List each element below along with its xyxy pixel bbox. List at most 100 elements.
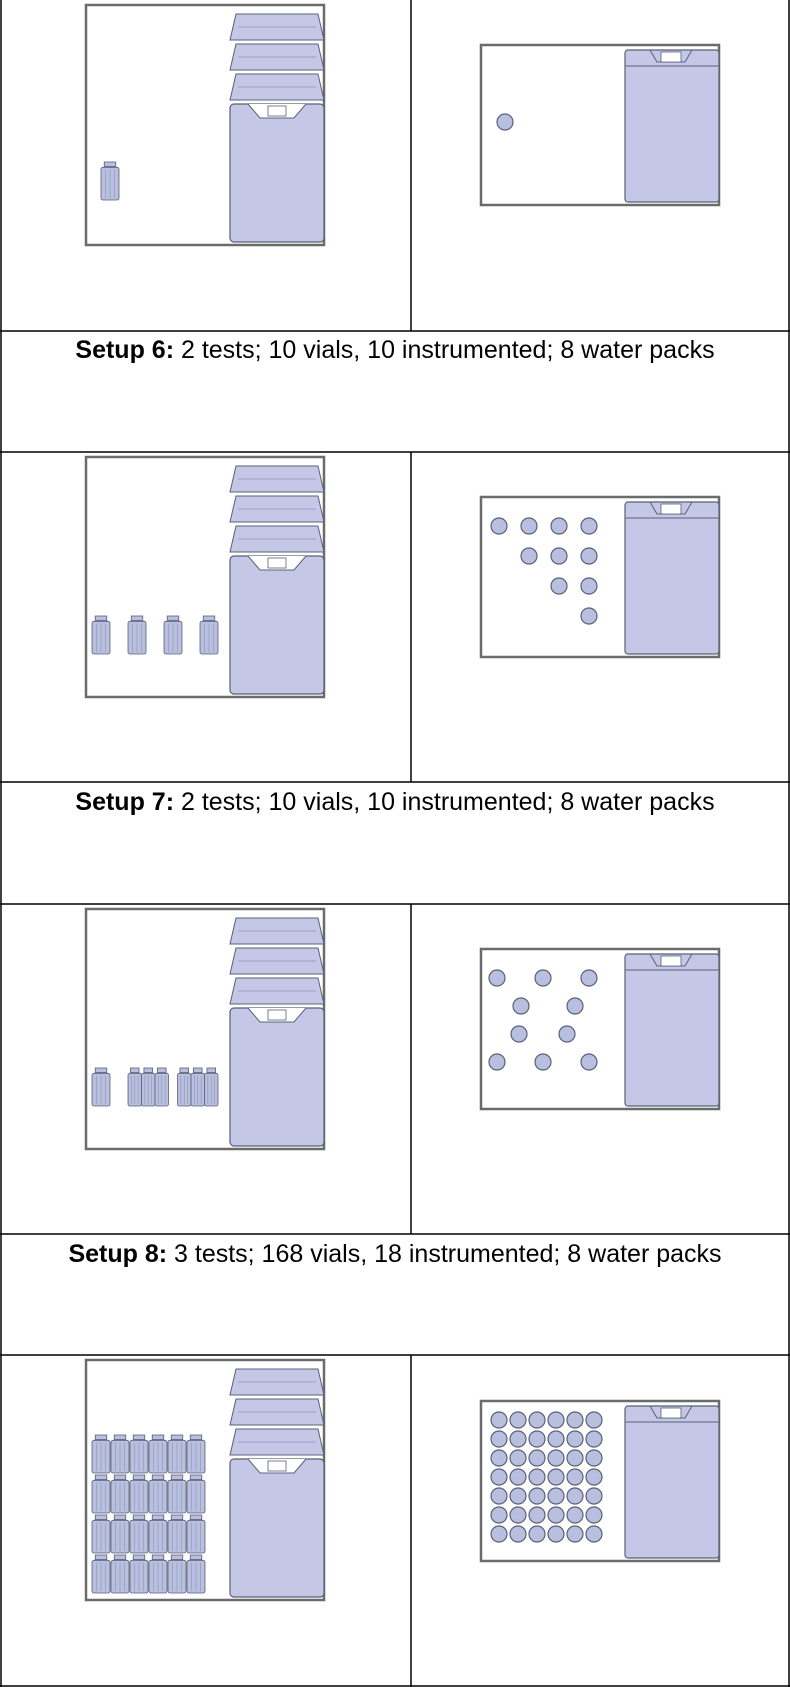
vial-top: [566, 1506, 584, 1524]
side-view-drawing: [80, 1355, 330, 1605]
vial-layout: [490, 517, 598, 625]
vial-top: [566, 1430, 584, 1448]
vial-top: [488, 1053, 506, 1071]
vial-top: [528, 1430, 546, 1448]
vial-top: [509, 1468, 527, 1486]
setup-8-caption: Setup 8: 3 tests; 168 vials, 18 instrume…: [0, 1240, 790, 1269]
vial-top: [528, 1506, 546, 1524]
vial: [129, 1554, 149, 1594]
vial: [110, 1554, 130, 1594]
setup-6-text: 2 tests; 10 vials, 10 instrumented; 8 wa…: [174, 336, 715, 364]
vial: [141, 1067, 156, 1107]
vial: [186, 1514, 206, 1554]
vial: [148, 1474, 168, 1514]
vial-top: [585, 1411, 603, 1429]
vial-top: [585, 1525, 603, 1543]
vial-top: [490, 1411, 508, 1429]
water-pack: [229, 13, 325, 243]
vial: [110, 1434, 130, 1474]
vial-stacks: [91, 1067, 219, 1107]
vial-top: [566, 1411, 584, 1429]
vial-top: [566, 1487, 584, 1505]
vial-top: [547, 1411, 565, 1429]
vial: [100, 161, 120, 201]
vial-top: [534, 1053, 552, 1071]
vial: [148, 1434, 168, 1474]
water-pack: [229, 465, 325, 695]
vial-top: [490, 1430, 508, 1448]
vial: [186, 1474, 206, 1514]
side-view-drawing: [80, 452, 330, 702]
vial-top: [528, 1468, 546, 1486]
setup-6-caption: Setup 6: 2 tests; 10 vials, 10 instrumen…: [0, 336, 790, 365]
vial-layout: [488, 969, 598, 1071]
vial: [177, 1067, 192, 1107]
vial-top: [510, 1025, 528, 1043]
water-pack: [624, 953, 720, 1107]
vial-top: [580, 607, 598, 625]
setup-6-label: Setup 6:: [75, 336, 175, 364]
vial-top: [528, 1411, 546, 1429]
vial-top: [490, 1525, 508, 1543]
vial-top: [558, 1025, 576, 1043]
vial-top: [550, 577, 568, 595]
vial: [129, 1434, 149, 1474]
vial-top: [528, 1525, 546, 1543]
vial: [167, 1474, 187, 1514]
side-view-drawing: [80, 0, 330, 250]
vial: [154, 1067, 169, 1107]
top-view-drawing: [475, 1396, 725, 1566]
vial-top: [580, 1053, 598, 1071]
setup-7-caption: Setup 7: 2 tests; 10 vials, 10 instrumen…: [0, 788, 790, 817]
vial: [167, 1514, 187, 1554]
vial: [186, 1554, 206, 1594]
vial: [110, 1514, 130, 1554]
water-pack: [624, 1405, 720, 1559]
vial-top: [585, 1506, 603, 1524]
vial-top: [585, 1468, 603, 1486]
vial: [91, 1434, 111, 1474]
vial-stacks: [100, 161, 120, 201]
vial-top: [580, 577, 598, 595]
vial-top: [550, 547, 568, 565]
vial-top: [490, 517, 508, 535]
vial-top: [585, 1487, 603, 1505]
vial: [190, 1067, 205, 1107]
water-pack: [624, 49, 720, 203]
vial: [186, 1434, 206, 1474]
water-pack: [624, 501, 720, 655]
top-view-drawing: [475, 492, 725, 662]
vial: [91, 615, 111, 655]
setup-7-label: Setup 7:: [75, 788, 175, 816]
vial: [199, 615, 219, 655]
vial: [148, 1514, 168, 1554]
vial-top: [547, 1449, 565, 1467]
vial-top: [509, 1506, 527, 1524]
vial: [91, 1067, 111, 1107]
vial-top: [528, 1449, 546, 1467]
vial-top: [496, 113, 514, 131]
vial-top: [488, 969, 506, 987]
vial: [110, 1474, 130, 1514]
vial-layout: [496, 113, 514, 131]
vial: [204, 1067, 219, 1107]
vial-top: [547, 1506, 565, 1524]
vial-top: [512, 997, 530, 1015]
vial-top: [580, 969, 598, 987]
vial-top: [509, 1430, 527, 1448]
top-view-drawing: [475, 40, 725, 210]
vial-top: [547, 1468, 565, 1486]
vial: [167, 1554, 187, 1594]
vial-top: [566, 1449, 584, 1467]
vial: [91, 1474, 111, 1514]
vial: [167, 1434, 187, 1474]
vial: [129, 1514, 149, 1554]
vial: [163, 615, 183, 655]
vial-top: [585, 1449, 603, 1467]
vial-top: [490, 1487, 508, 1505]
vial: [127, 1067, 142, 1107]
vial: [127, 615, 147, 655]
vial-top: [528, 1487, 546, 1505]
vial: [148, 1554, 168, 1594]
vial-top: [490, 1449, 508, 1467]
